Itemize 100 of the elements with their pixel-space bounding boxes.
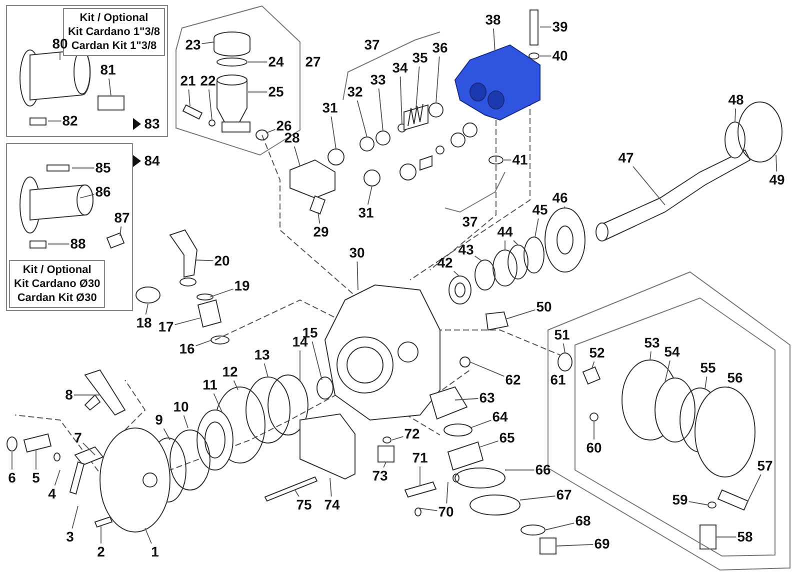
leader-line: [72, 506, 78, 529]
leader-line: [294, 490, 300, 497]
callout-number: 55: [700, 360, 716, 376]
callout-number: 34: [392, 60, 408, 76]
kit-frame: [6, 5, 168, 137]
callout-number: 69: [594, 536, 610, 552]
callout-number: 47: [618, 150, 634, 166]
callout-number: 59: [672, 492, 688, 508]
leader-line: [330, 478, 332, 497]
leader-line: [504, 240, 506, 250]
callout-number: 7: [74, 430, 82, 446]
leader-line: [556, 544, 594, 546]
leader-line: [73, 394, 100, 396]
leader-line: [436, 56, 440, 104]
leader-line: [108, 78, 112, 96]
callout-number: 29: [313, 224, 329, 240]
callout-number: 16: [179, 342, 195, 356]
callout-number: 38: [485, 12, 501, 28]
callout-number: 46: [552, 190, 568, 206]
callout-number: 35: [412, 50, 428, 66]
callout-number: 10: [173, 400, 189, 414]
leader-line: [194, 260, 214, 262]
callout-number: 26: [276, 118, 292, 134]
callout-number: 25: [268, 84, 284, 100]
leader-line: [48, 120, 62, 122]
callout-number: 86: [95, 184, 111, 200]
callout-number: 4: [48, 486, 56, 502]
leader-line: [174, 318, 200, 326]
callout-number: 32: [347, 84, 363, 100]
leader-line: [650, 351, 652, 360]
callout-number: 66: [535, 462, 551, 478]
callout-number: 17: [158, 320, 174, 334]
callout-number: 54: [664, 344, 680, 360]
callout-number: 53: [644, 336, 660, 350]
leader-line: [562, 343, 566, 354]
leader-line: [632, 166, 666, 206]
callout-number: 61: [550, 372, 566, 388]
callout-number: 84: [144, 154, 160, 168]
callout-number: 48: [728, 92, 744, 108]
kit-label-text: Kit Cardano Ø30: [14, 277, 100, 291]
callout-number: 49: [769, 172, 785, 188]
callout-number: 6: [8, 470, 16, 486]
leader-line: [454, 398, 479, 400]
callout-number: 85: [95, 160, 111, 176]
callout-number: 9: [155, 412, 163, 428]
callout-number: 68: [575, 514, 591, 528]
leader-line: [201, 42, 214, 44]
callout-number: 12: [222, 364, 238, 380]
leader-line: [746, 474, 762, 506]
callout-number: 37: [462, 214, 478, 230]
kit-label-text: Cardan Kit Ø30: [16, 291, 98, 305]
callout-number: 44: [497, 224, 513, 240]
callout-number: 30: [349, 246, 365, 260]
leader-line: [294, 146, 300, 166]
leader-line: [318, 212, 320, 224]
callout-number: 74: [324, 498, 340, 512]
callout-number: 42: [437, 256, 453, 270]
callout-number: 88: [70, 236, 86, 252]
callout-number: 22: [200, 74, 216, 88]
leader-line: [776, 154, 778, 172]
leader-line: [264, 363, 268, 378]
callout-number: 64: [492, 410, 508, 424]
leader-line: [453, 270, 460, 276]
callout-number: 28: [284, 130, 300, 146]
leader-line: [144, 528, 152, 544]
callout-number: 3: [66, 530, 74, 544]
leader-line: [734, 108, 736, 122]
leader-line: [266, 128, 276, 134]
leader-line: [534, 218, 539, 238]
callout-number: 18: [136, 316, 152, 330]
leader-line: [544, 522, 575, 530]
callout-number: 2: [97, 544, 105, 560]
callout-number: 19: [234, 278, 250, 294]
leader-line: [183, 415, 188, 428]
leader-line: [520, 496, 556, 500]
leader-line: [356, 261, 358, 290]
callout-number: 82: [62, 114, 78, 128]
leader-line: [378, 88, 384, 132]
callout-number: 33: [370, 72, 386, 88]
callout-number: 65: [499, 430, 515, 446]
leader-line: [312, 341, 322, 380]
leader-line: [716, 536, 737, 538]
callout-number: 75: [296, 498, 312, 512]
callout-number: 21: [180, 74, 196, 88]
callout-number: 39: [552, 20, 568, 34]
callout-number: 67: [556, 488, 572, 502]
callout-number: 5: [32, 470, 40, 486]
leader-line: [383, 462, 386, 468]
leader-line: [688, 501, 708, 506]
callout-number: 73: [372, 468, 388, 484]
leader-line: [728, 386, 730, 388]
callout-number: 63: [479, 390, 495, 406]
callout-number: 57: [757, 458, 773, 474]
leader-line: [120, 226, 122, 236]
callout-number: 43: [458, 242, 474, 258]
leader-line: [470, 362, 505, 377]
leader-line: [474, 256, 482, 262]
leader-line: [356, 100, 368, 138]
callout-number: 56: [727, 370, 743, 386]
callout-number: 40: [552, 48, 568, 64]
